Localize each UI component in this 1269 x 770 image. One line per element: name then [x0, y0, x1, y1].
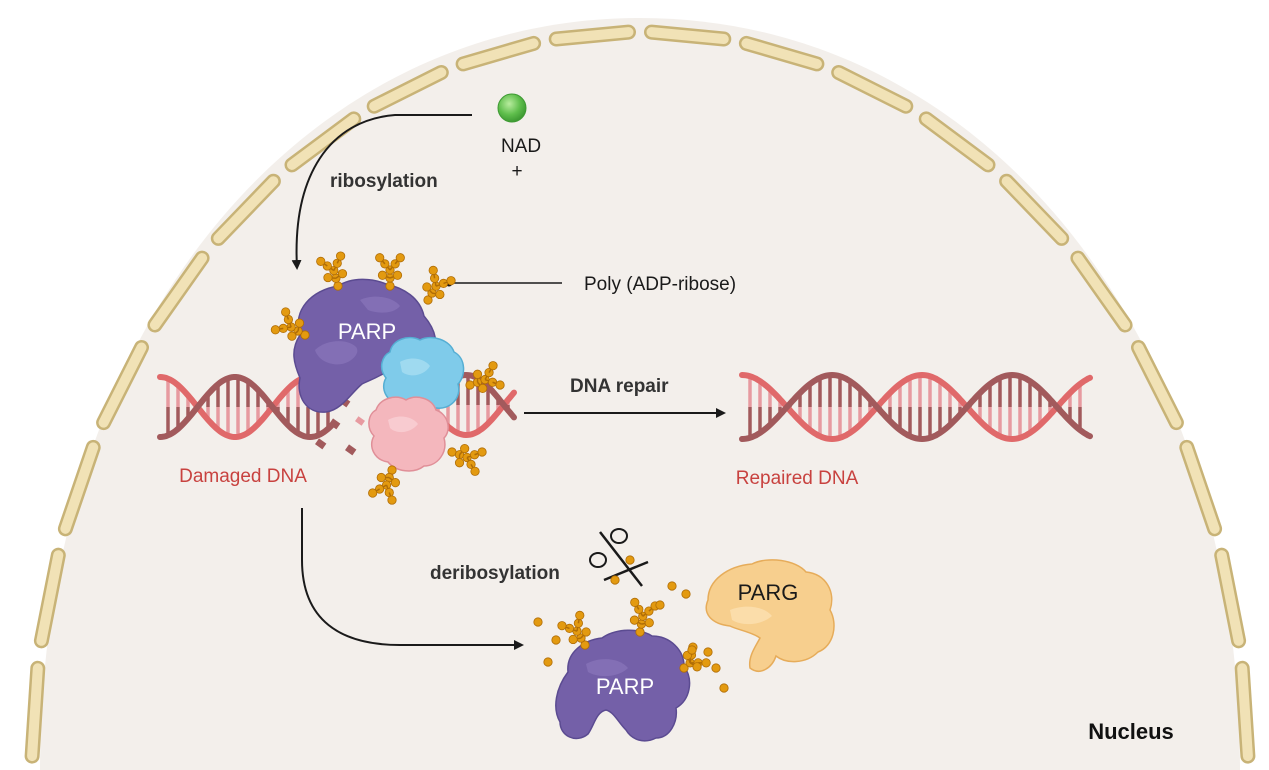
- poly-adp-ribose-fragments: [533, 555, 729, 693]
- dna-repair-label: DNA repair: [570, 376, 669, 397]
- damaged-dna-label: Damaged DNA: [179, 466, 307, 487]
- nuclear-envelope: [24, 24, 1256, 764]
- scissors-icon: [589, 528, 649, 587]
- nucleus-body: [40, 18, 1240, 770]
- blue-protein-icon: [380, 336, 465, 414]
- poly-adp-ribose-label: Poly (ADP-ribose): [584, 274, 736, 295]
- nad-label: NAD: [501, 136, 541, 157]
- parp-top-label: PARP: [338, 319, 396, 344]
- ribosylation-label: ribosylation: [330, 171, 438, 192]
- deribosylation-label: deribosylation: [430, 563, 560, 584]
- parp-bottom-label: PARP: [596, 674, 654, 699]
- repaired-dna-icon: [739, 371, 1093, 443]
- deribosylation-arrow: [301, 508, 524, 650]
- nad-charge-label: +: [511, 161, 522, 182]
- pink-protein-icon: [368, 396, 449, 472]
- repaired-dna-label: Repaired DNA: [736, 468, 859, 489]
- parg-label: PARG: [738, 580, 799, 605]
- poly-adp-ribose-chains: [270, 251, 505, 505]
- nucleus-label: Nucleus: [1088, 719, 1174, 744]
- nad-molecule-icon: [497, 93, 527, 123]
- ribosylation-arrow: [291, 114, 472, 270]
